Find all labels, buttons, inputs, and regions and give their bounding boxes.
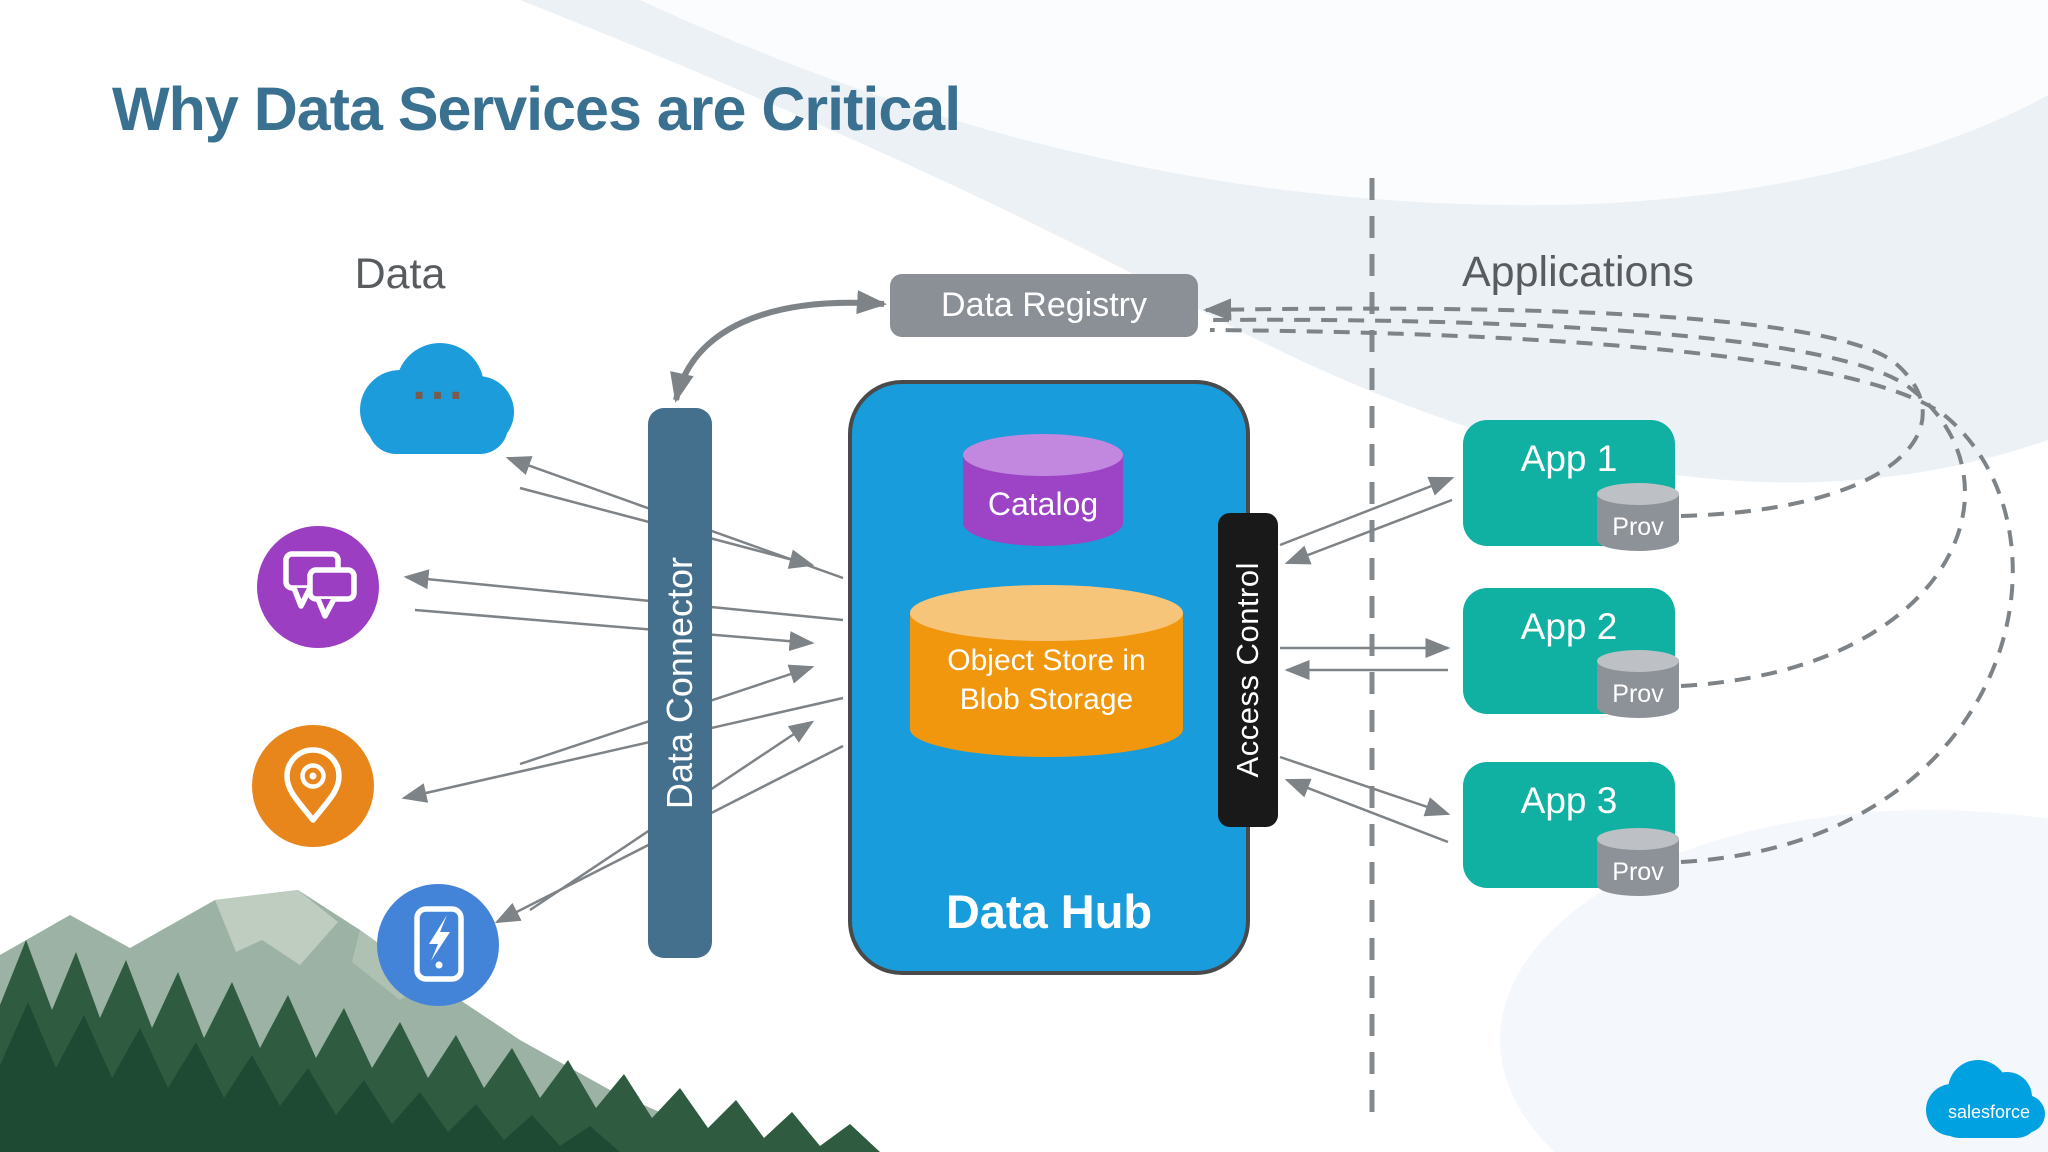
app-3-prov-cylinder: Prov — [1597, 828, 1679, 896]
page-title: Why Data Services are Critical — [112, 75, 961, 143]
source-hub-arrows — [401, 456, 844, 924]
app-1-prov-label: Prov — [1612, 513, 1664, 541]
data-registry-box: Data Registry — [890, 274, 1198, 337]
data-hub-label: Data Hub — [945, 885, 1153, 938]
app-2-prov-cylinder: Prov — [1597, 650, 1679, 718]
chat-icon — [257, 526, 379, 648]
access-app-arrows — [1279, 476, 1455, 844]
object-store-cylinder: Object Store in Blob Storage — [910, 585, 1183, 757]
salesforce-logo-text: salesforce — [1947, 1102, 2031, 1122]
cloud-ellipsis: ... — [412, 357, 468, 410]
data-connector-bar: Data Connector — [648, 408, 712, 958]
app-1-prov-cylinder: Prov — [1597, 483, 1679, 551]
app-2-prov-label: Prov — [1612, 680, 1664, 708]
sky-swoosh — [520, 0, 2048, 483]
data-connector-label: Data Connector — [659, 556, 700, 810]
connector-registry-arrow — [670, 290, 887, 403]
object-store-cylinder-top — [910, 585, 1183, 641]
location-pin-icon — [252, 725, 374, 847]
data-section-label: Data — [354, 250, 446, 298]
salesforce-cloud-logo — [1926, 1060, 2045, 1138]
object-store-label: Object Store in Blob Storage — [947, 644, 1146, 716]
tree-band-front — [0, 1002, 620, 1152]
catalog-cylinder: Catalog — [963, 434, 1123, 546]
app-3-label: App 3 — [1520, 780, 1618, 821]
access-control-bar: Access Control — [1218, 513, 1278, 827]
app-3-prov-label: Prov — [1612, 858, 1664, 886]
app-2-label: App 2 — [1520, 606, 1618, 647]
tree-band-back — [0, 940, 1010, 1152]
catalog-cylinder-top — [963, 434, 1123, 476]
access-control-label: Access Control — [1230, 562, 1265, 778]
applications-section-label: Applications — [1462, 248, 1694, 296]
catalog-label: Catalog — [987, 486, 1099, 522]
app-1-label: App 1 — [1520, 438, 1618, 479]
mobile-app-icon — [377, 884, 499, 1006]
